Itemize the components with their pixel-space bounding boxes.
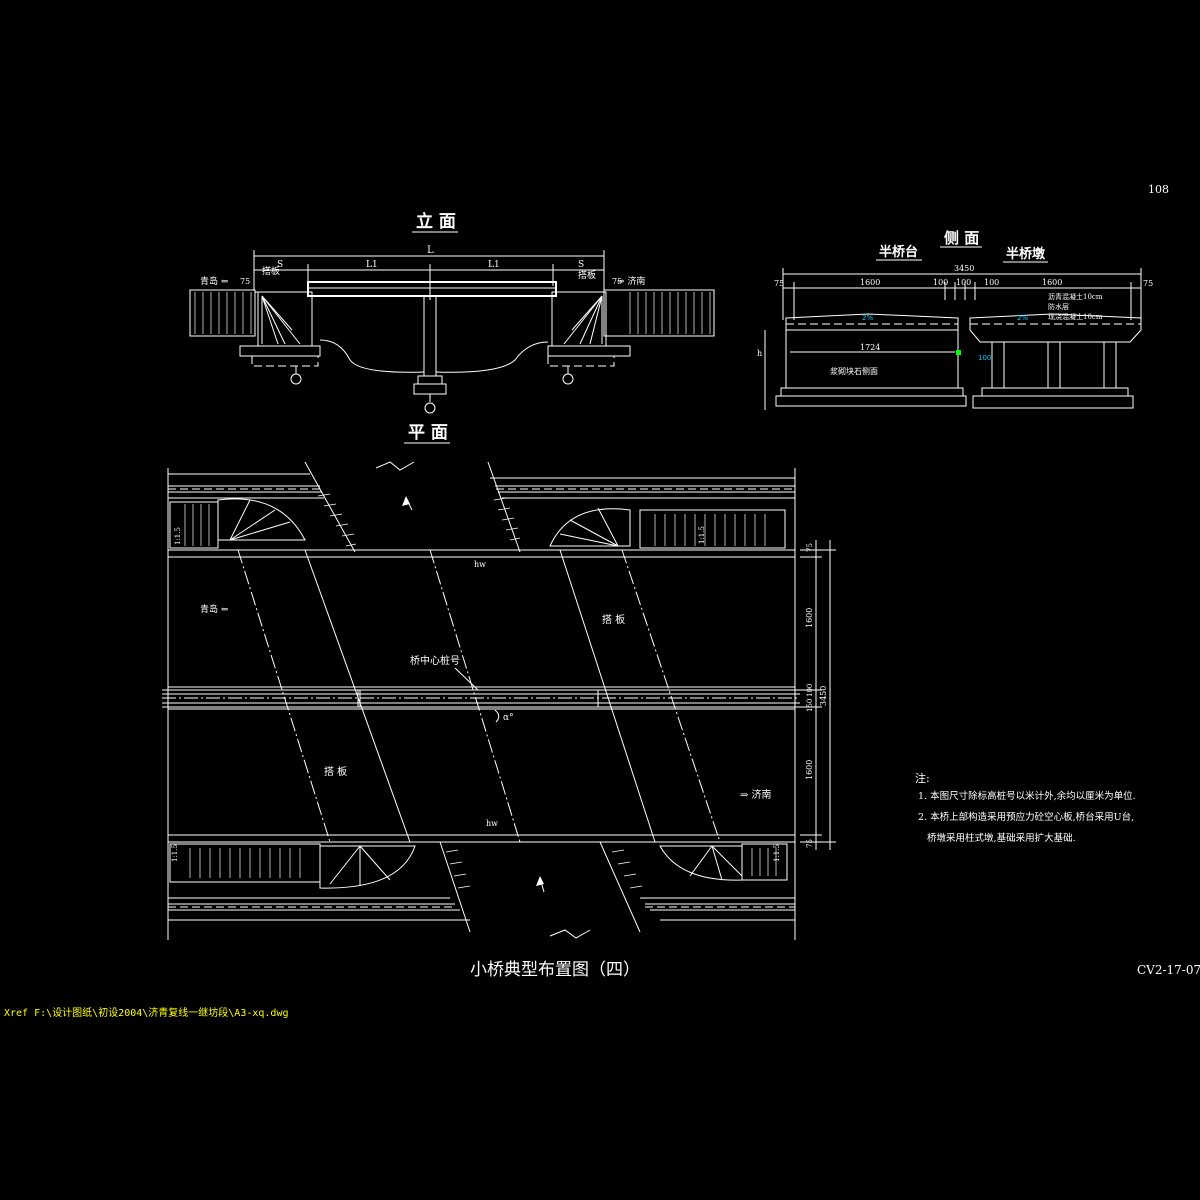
bridge-deck: [307, 281, 557, 297]
dim-span2: L1: [488, 260, 500, 270]
side-dim-total: 3450: [954, 264, 974, 273]
elevation-view: 立 面 L S L1 L1 S 75 75 青岛 ⇐ ⇒ 济南 搭板 搭板: [189, 211, 715, 414]
plan-side-tag-4: 1:1.5: [773, 844, 781, 862]
side-dim-d4: 100: [956, 278, 971, 287]
dim-right-side: S: [578, 260, 584, 270]
dim-left-end: 75: [240, 277, 250, 286]
stream-channel-bottom: [439, 841, 643, 939]
survey-mark: [956, 350, 961, 355]
side-pier-cap: [969, 313, 1142, 343]
dim-span1: L1: [366, 260, 378, 270]
notes-block: 注: 1. 本图尺寸除标高桩号以米计外,余均以厘米为单位. 2. 本桥上部构造采…: [915, 771, 1136, 844]
plan-side-tag-3: 1:1.5: [171, 844, 179, 862]
plan-title: 平 面: [408, 423, 448, 443]
plan-rdim-6: 75: [806, 839, 814, 848]
side-slope-right: 2%: [1017, 314, 1028, 322]
pier-column-2: [1047, 341, 1061, 389]
plan-rdim-5: 1600: [805, 760, 814, 780]
elev-right-slab-label: 搭板: [578, 269, 596, 281]
drawing-code: CV2-17-07: [1137, 963, 1200, 977]
right-abutment: [547, 291, 631, 385]
dim-left-side: S: [277, 260, 283, 270]
median: [162, 689, 800, 708]
side-view: 侧 面 半桥台 半桥墩 3450 75 1600 100 100 100 160…: [757, 229, 1153, 410]
plan-view: 平 面: [162, 423, 836, 940]
plan-right-direction: ⇒ 济南: [740, 788, 772, 801]
plan-rdim-1: 75: [806, 543, 814, 552]
skew-bridge-edges: [237, 549, 721, 843]
wing-wall-top-left: [169, 498, 306, 549]
side-note-1: 沥青混凝土10cm: [1048, 292, 1103, 301]
side-dim-d6: 1600: [1042, 278, 1062, 287]
pier-column-1: [991, 341, 1005, 389]
elev-left-direction: 青岛 ⇐: [200, 275, 229, 287]
note-item-1: 1. 本图尺寸除标高桩号以米计外,余均以厘米为单位.: [918, 790, 1136, 802]
wing-wall-top-right: [549, 507, 786, 549]
plan-rdim-4: 150: [806, 699, 814, 712]
drawing-title: 小桥典型布置图（四）: [470, 960, 640, 980]
page-number: 108: [1148, 183, 1169, 196]
side-dim-d5: 100: [984, 278, 999, 287]
right-embankment: [603, 289, 715, 337]
pier-column-3: [1103, 341, 1117, 389]
side-inner-width: 1724: [860, 343, 880, 352]
note-item-2: 2. 本桥上部构造采用预应力砼空心板,桥台采用U台,: [918, 811, 1134, 823]
side-pier-dim: 100: [978, 354, 991, 362]
elevation-title: 立 面: [416, 211, 456, 232]
side-abutment-wall: [785, 329, 959, 389]
notes-heading: 注:: [915, 771, 930, 785]
top-shoulder: [168, 473, 795, 499]
left-abutment: [239, 291, 321, 385]
lower-carriageway: [167, 708, 796, 836]
plan-hw-bottom: hw: [486, 819, 498, 828]
side-dim-d7: 75: [1143, 279, 1153, 288]
side-note-2: 防水层: [1048, 302, 1069, 311]
side-note-3: 现浇混凝土10cm: [1048, 312, 1103, 321]
side-dim-d1: 75: [774, 279, 784, 288]
plan-side-tag-1: 1:1.5: [174, 527, 182, 545]
plan-left-direction: 青岛 ⇐: [200, 603, 229, 615]
left-embankment: [189, 289, 256, 337]
dim-right-end: 75: [612, 277, 622, 286]
side-wall-label: 浆砌块石侧面: [830, 366, 878, 376]
wing-wall-bottom-left: [169, 843, 416, 889]
ground-profile: [319, 339, 549, 373]
upper-carriageway: [167, 556, 796, 688]
plan-center-label: 桥中心桩号: [410, 654, 460, 667]
note-item-3: 桥墩采用柱式墩,基础采用扩大基础.: [918, 832, 1076, 844]
stream-channel-top: [304, 461, 521, 553]
plan-hw-top: hw: [474, 560, 486, 569]
plan-slab-lower: 搭 板: [324, 765, 347, 778]
xref-path: Xref F:\设计图纸\初设2004\济青复线一继坊段\A3-xq.dwg: [4, 1006, 289, 1019]
side-dim-d2: 1600: [860, 278, 880, 287]
plan-skew-angle: α°: [503, 713, 514, 723]
elev-right-direction: ⇒ 济南: [617, 275, 645, 287]
side-slope-left: 2%: [862, 314, 873, 322]
bottom-shoulder: [168, 897, 795, 921]
center-pier: [413, 295, 447, 414]
plan-rdim-2: 1600: [805, 608, 814, 628]
wing-wall-bottom-right: [659, 843, 788, 881]
side-h-label: h: [757, 349, 762, 358]
plan-rdim-total: 3450: [819, 686, 828, 706]
side-right-subtitle: 半桥墩: [1006, 246, 1046, 262]
side-title: 侧 面: [944, 229, 979, 247]
side-left-subtitle: 半桥台: [879, 244, 918, 260]
plan-rdim-3: 100: [806, 684, 814, 697]
dim-total: L: [427, 245, 434, 256]
plan-side-tag-2: 1:1.5: [698, 526, 706, 544]
side-dim-d3: 100: [933, 278, 948, 287]
plan-slab-upper: 搭 板: [602, 613, 625, 626]
elev-left-slab-label: 搭板: [262, 265, 280, 277]
